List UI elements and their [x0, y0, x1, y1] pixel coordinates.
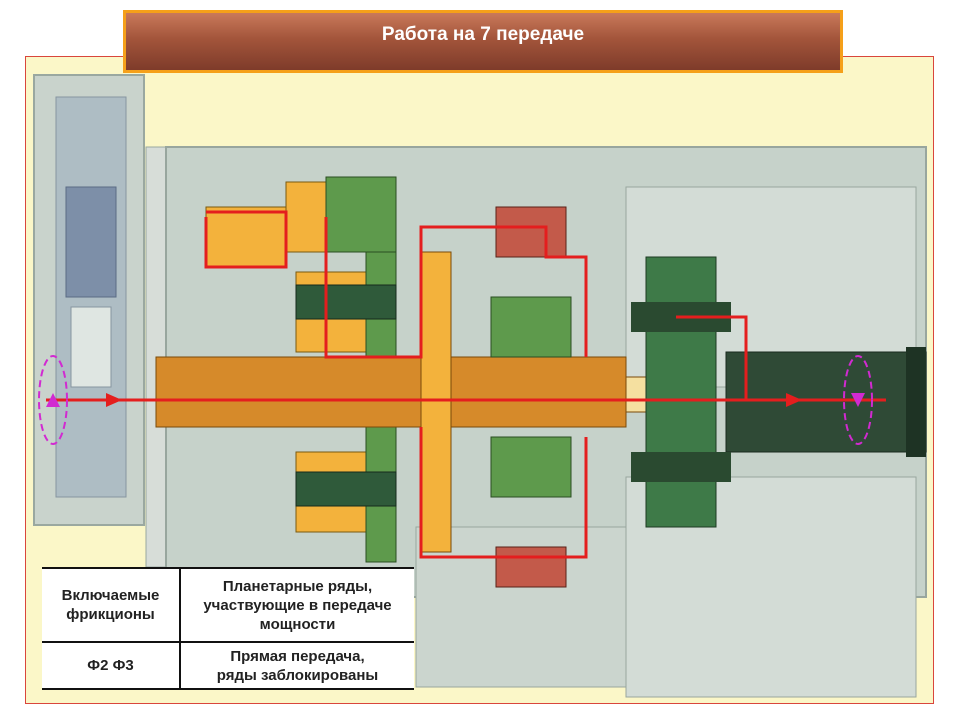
power-flow — [46, 210, 886, 559]
table-cell-planetary-sets: Прямая передача, ряды заблокированы — [216, 647, 379, 684]
transmission-diagram — [33, 74, 927, 698]
table-header-planetary-sets: Планетарные ряды, участвующие в передаче… — [203, 577, 392, 633]
table-rule-column — [179, 567, 181, 690]
slide-title-banner: Работа на 7 передаче — [123, 10, 843, 73]
slide-title: Работа на 7 передаче — [381, 23, 585, 45]
flow-arrow-output — [786, 393, 802, 407]
flow-arrow-input — [106, 393, 122, 407]
table-rule-top — [42, 567, 414, 569]
table-rule-bottom — [42, 688, 414, 690]
clutch-table: Включаемые фрикционы Планетарные ряды, у… — [42, 567, 414, 690]
main-shafts — [155, 251, 927, 553]
rotation-icon-input — [38, 355, 68, 445]
table-cell-clutches: Ф2 Ф3 — [87, 657, 134, 674]
table-header-clutches: Включаемые фрикционы — [61, 587, 160, 623]
table-rule-middle — [42, 641, 414, 643]
rotation-icon-output — [843, 355, 873, 445]
planetary-sets — [295, 256, 731, 528]
